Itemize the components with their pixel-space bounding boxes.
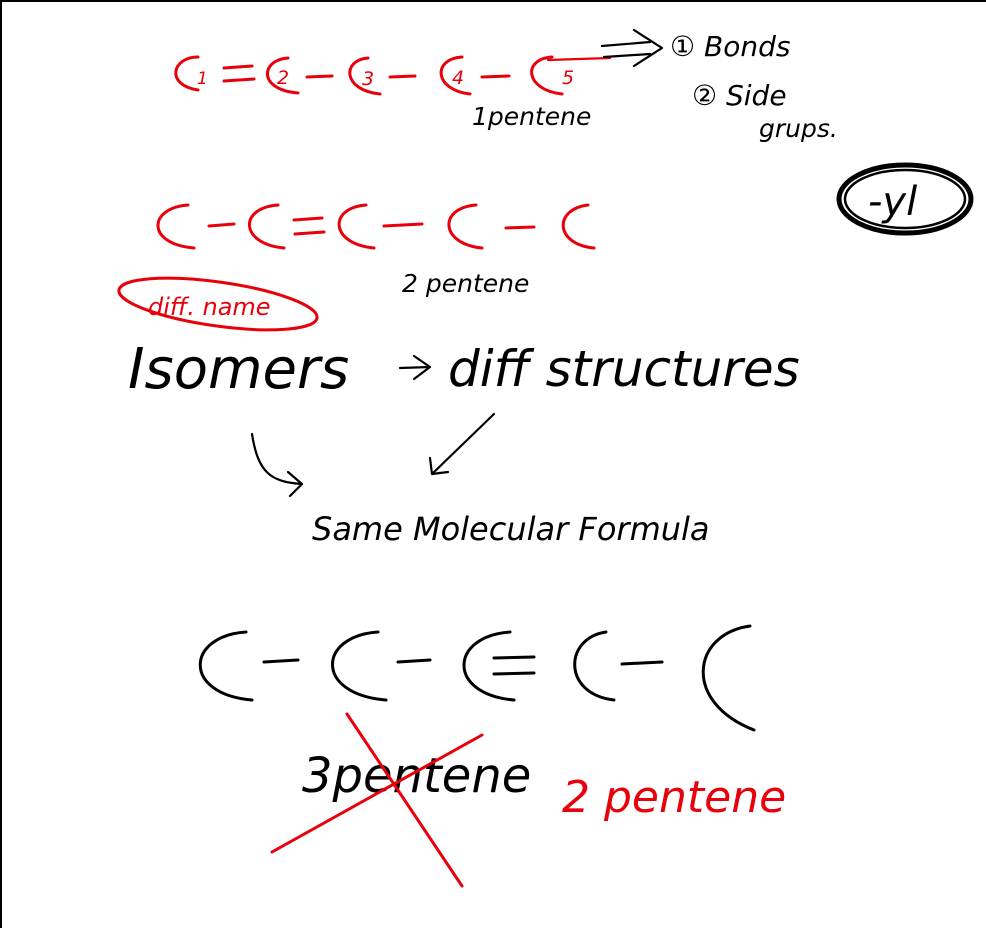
circled-group-text: -yl [868,179,917,225]
correct-name-text: 2 pentene [562,772,786,823]
isomers-definition: Isomers diff structures Same Molecular F… [128,337,800,548]
carbon-number-4: 4 [452,67,464,89]
diff-name-circle [117,276,319,332]
chain-3 [198,624,756,732]
note-side: ② Side [692,79,787,112]
carbon-number-1: 1 [197,69,208,89]
naming-notes: ① Bonds ② Side grups. -yl [600,28,974,236]
carbon-number-5: 5 [562,67,574,89]
chain-1-1pentene: 1 2 3 4 5 1pentene [174,55,612,131]
circled-group-ellipse [836,162,974,236]
note-groups: grups. [759,114,838,143]
note-bonds: ① Bonds [670,30,790,63]
correct-name: 2 pentene [562,772,786,823]
chain-2-name: 2 pentene [402,269,529,298]
isomers-diff-structures: diff structures [448,340,800,398]
carbon-number-2: 2 [277,67,289,89]
chain-2-2pentene: 2 pentene diff. name [117,203,596,332]
chain-1-name: 1pentene [472,102,591,131]
wrong-name-crossed: 3pentene [270,712,531,888]
isomers-same-formula: Same Molecular Formula [312,510,710,548]
cross-out-stroke-2 [270,733,484,854]
wrong-name-text: 3pentene [302,748,531,804]
isomers-term: Isomers [128,337,349,402]
carbon-number-3: 3 [362,68,374,90]
cross-out-stroke-1 [345,712,464,888]
diff-name-note: diff. name [148,293,271,321]
